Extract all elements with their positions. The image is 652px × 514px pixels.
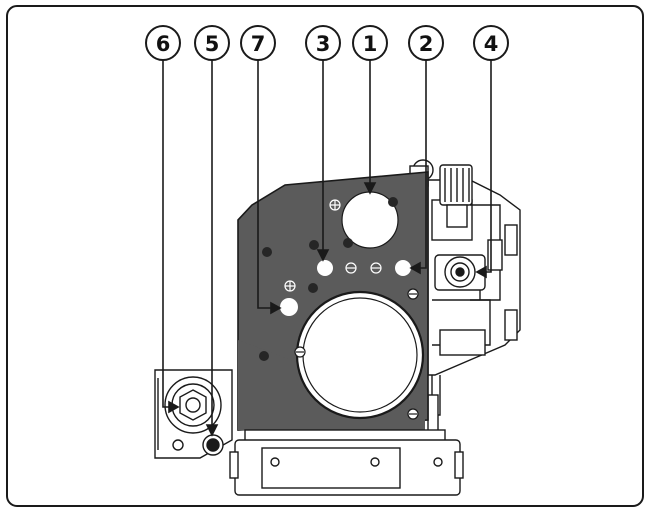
svg-text:7: 7 — [251, 32, 266, 56]
svg-text:3: 3 — [316, 32, 331, 56]
mounting-bracket — [229, 429, 464, 496]
plate-screws — [259, 197, 398, 361]
callout-5: 5 — [194, 25, 230, 61]
left-bracket — [154, 369, 233, 459]
svg-text:4: 4 — [484, 32, 499, 56]
port-2 — [395, 260, 411, 276]
callout-7: 7 — [240, 25, 276, 61]
leader-lines — [162, 60, 492, 437]
port-symbols — [284, 199, 382, 292]
svg-text:6: 6 — [156, 32, 171, 56]
inspection-window — [295, 290, 425, 420]
svg-text:2: 2 — [419, 32, 434, 56]
callout-6: 6 — [145, 25, 181, 61]
pressure-connector — [434, 239, 503, 291]
callout-4: 4 — [473, 25, 509, 61]
callout-2: 2 — [408, 25, 444, 61]
svg-text:1: 1 — [363, 32, 378, 56]
callout-3: 3 — [305, 25, 341, 61]
window-screws — [294, 288, 419, 420]
port-7 — [280, 298, 298, 316]
port-3 — [317, 260, 333, 276]
svg-text:5: 5 — [205, 32, 220, 56]
callout-1: 1 — [352, 25, 388, 61]
